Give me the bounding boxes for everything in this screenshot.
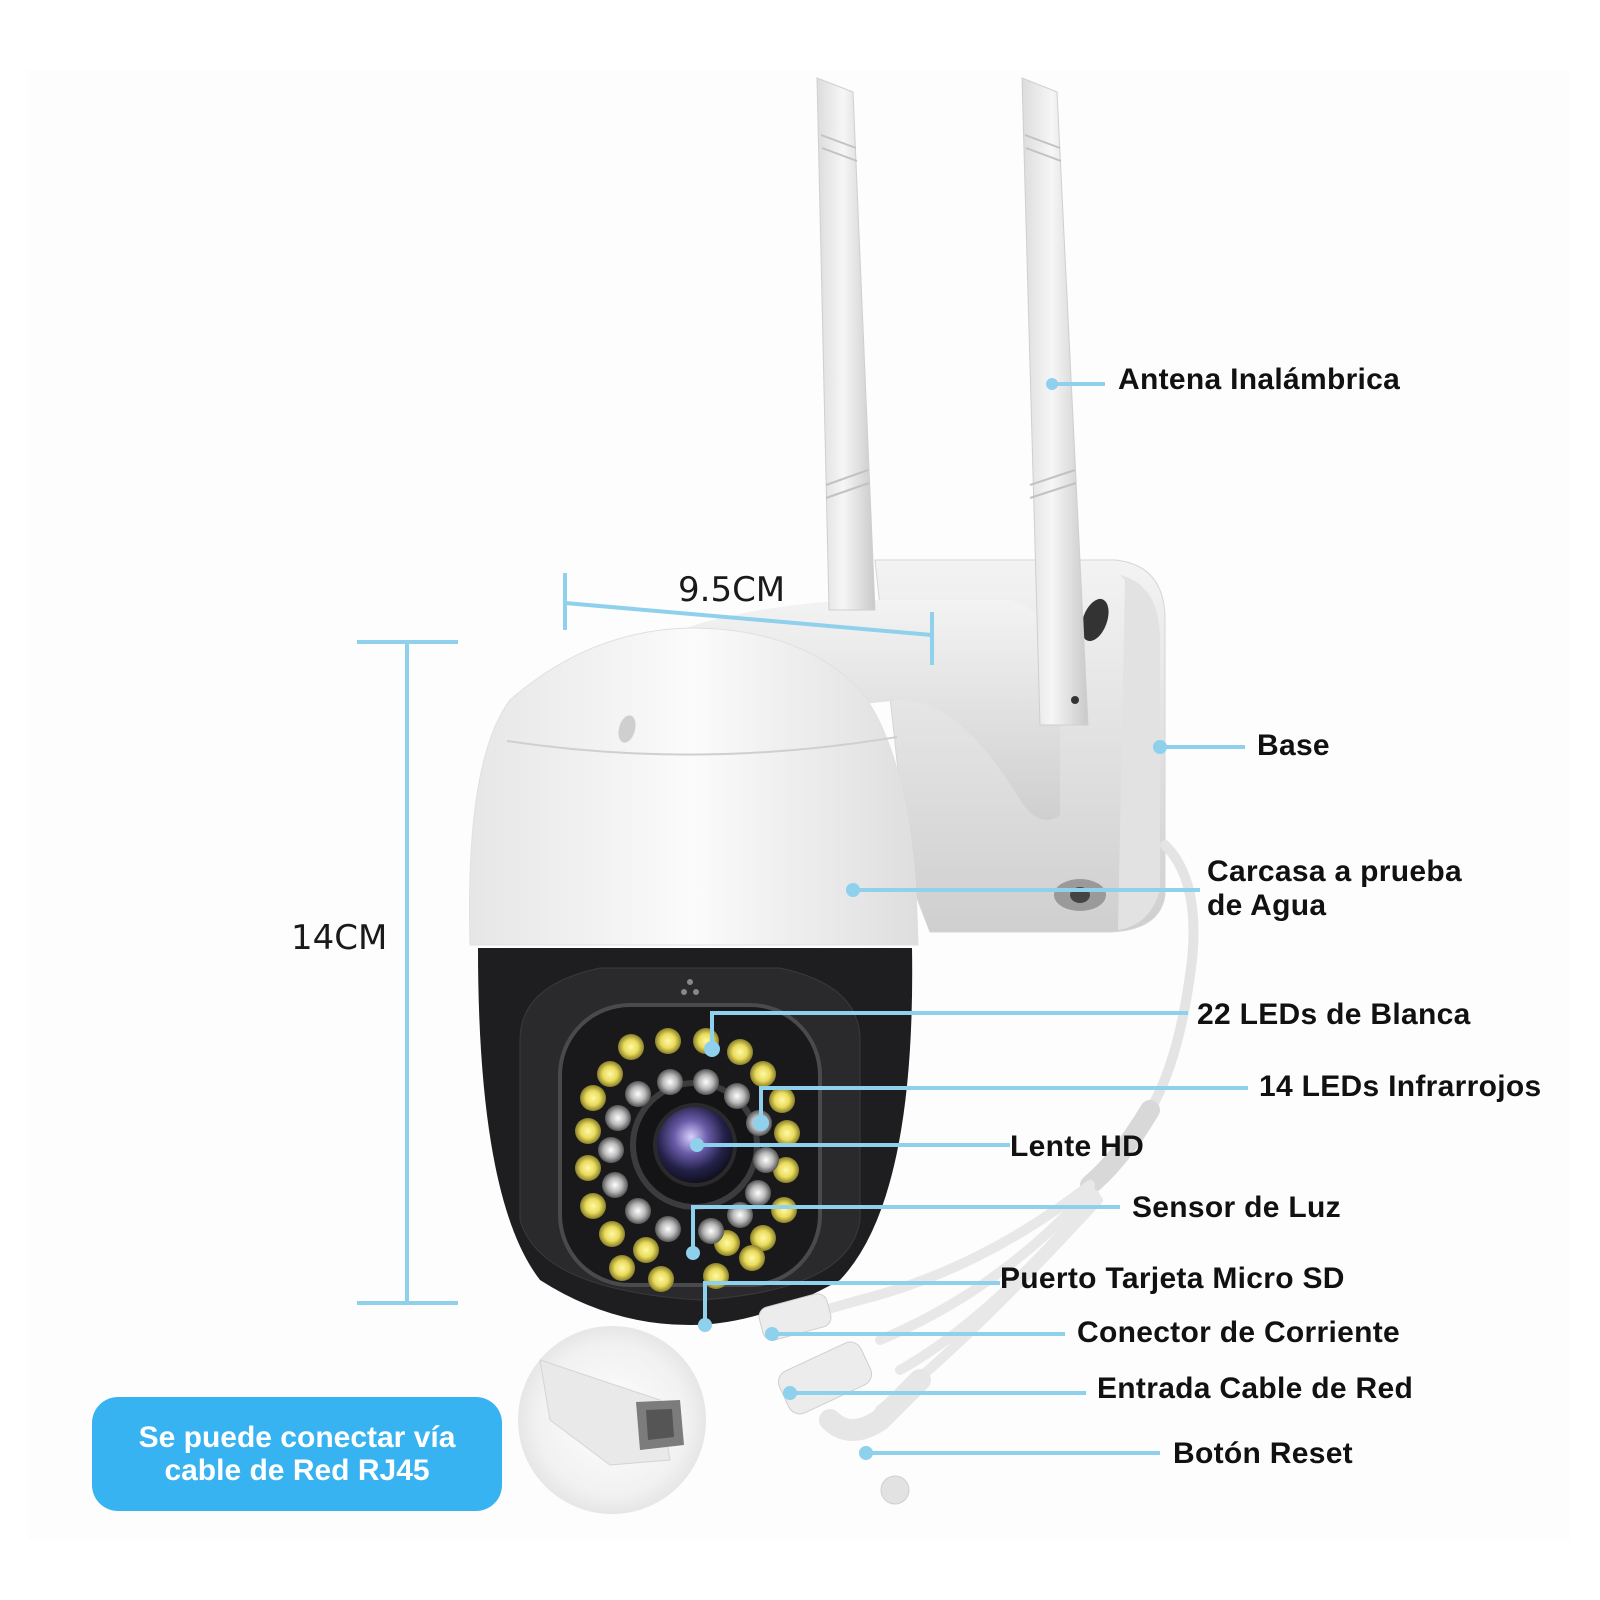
antenna-left — [816, 77, 876, 611]
label-ir-leds: 14 LEDs Infrarrojos — [1259, 1070, 1542, 1103]
label-sd-port: Puerto Tarjeta Micro SD — [1000, 1262, 1345, 1295]
badge-line2: cable de Red RJ45 — [164, 1454, 430, 1487]
label-base: Base — [1257, 729, 1330, 762]
label-power-connector: Conector de Corriente — [1077, 1316, 1401, 1349]
cable-harness — [758, 840, 1199, 1505]
label-lens: Lente HD — [1010, 1130, 1145, 1163]
rj45-info-badge: Se puede conectar vía cable de Red RJ45 — [92, 1397, 502, 1511]
label-network-input: Entrada Cable de Red — [1097, 1372, 1414, 1405]
white-led-ring — [575, 1028, 800, 1292]
rj45-connector-inset — [518, 1326, 706, 1514]
antenna-right — [1021, 77, 1089, 726]
height-dimension-label: 14CM — [291, 918, 388, 958]
label-housing-line1: Carcasa a prueba — [1207, 855, 1462, 888]
label-white-leds: 22 LEDs de Blanca — [1197, 998, 1471, 1031]
label-housing-line2: de Agua — [1207, 889, 1327, 922]
label-antenna: Antena Inalámbrica — [1118, 363, 1401, 396]
badge-line1: Se puede conectar vía — [138, 1421, 456, 1454]
callout-leaders — [686, 378, 1248, 1460]
dome-housing — [469, 627, 919, 946]
dimension-lines — [357, 573, 934, 1305]
width-dimension-label: 9.5CM — [678, 570, 786, 610]
label-light-sensor: Sensor de Luz — [1132, 1191, 1341, 1224]
label-reset-button: Botón Reset — [1173, 1437, 1353, 1470]
